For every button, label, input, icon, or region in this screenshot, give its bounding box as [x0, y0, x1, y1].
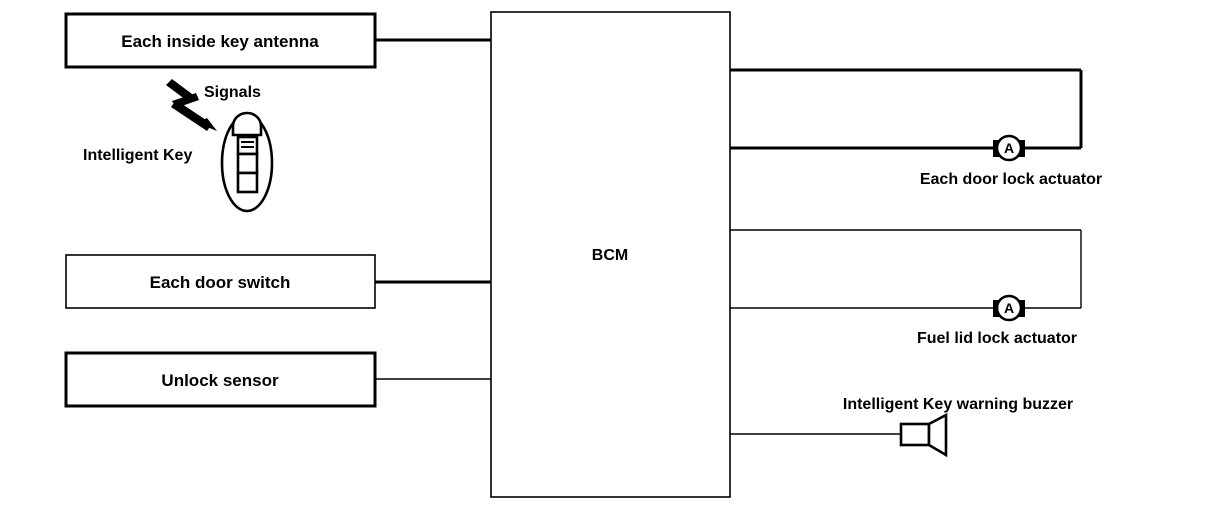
inside-key-antenna-box [64, 12, 377, 69]
output-door-lock-actuator[interactable]: A Each door lock actuator [730, 68, 1102, 188]
signals-label: Signals [204, 84, 261, 101]
inside-key-antenna-label: Each inside key antenna [121, 32, 319, 51]
unlock-sensor-label: Unlock sensor [161, 371, 279, 390]
bcm-label: BCM [592, 247, 628, 264]
bcm-module[interactable]: BCM [490, 11, 731, 498]
output-warning-buzzer[interactable]: Intelligent Key warning buzzer [730, 396, 1073, 458]
intelligent-key-label: Intelligent Key [83, 147, 192, 164]
speaker-buzzer-icon [899, 422, 931, 447]
fuel-lid-actuator-label: Fuel lid lock actuator [917, 330, 1077, 347]
signal-arrow-group: Signals [166, 79, 261, 131]
door-switch-label: Each door switch [150, 273, 291, 292]
input-box-inside-key-antenna[interactable]: Each inside key antenna [64, 12, 377, 69]
actuator-circle-icon [995, 134, 1023, 162]
intelligent-key-group: Intelligent Key [83, 111, 274, 213]
key-fob-button-2 [236, 152, 259, 175]
input-box-door-switch[interactable]: Each door switch [65, 254, 376, 309]
actuator-circle-icon [995, 294, 1023, 322]
speaker-buzzer-horn-icon [927, 412, 948, 458]
door-lock-actuator-label: Each door lock actuator [920, 171, 1102, 188]
lightning-signal-arrowhead-icon [197, 118, 217, 131]
bcm-box [490, 11, 731, 498]
key-fob-button-1 [236, 135, 259, 156]
unlock-sensor-box [64, 351, 377, 408]
key-fob-button-3 [236, 171, 259, 194]
warning-buzzer-label: Intelligent Key warning buzzer [843, 396, 1073, 413]
input-box-unlock-sensor[interactable]: Unlock sensor [64, 351, 377, 408]
output-fuel-lid-lock-actuator[interactable]: A Fuel lid lock actuator [730, 229, 1082, 347]
key-fob-top-cap [231, 111, 263, 137]
fuel-lid-actuator-symbol: A [1004, 300, 1014, 316]
door-switch-box [65, 254, 376, 309]
door-lock-actuator-symbol: A [1004, 140, 1014, 156]
